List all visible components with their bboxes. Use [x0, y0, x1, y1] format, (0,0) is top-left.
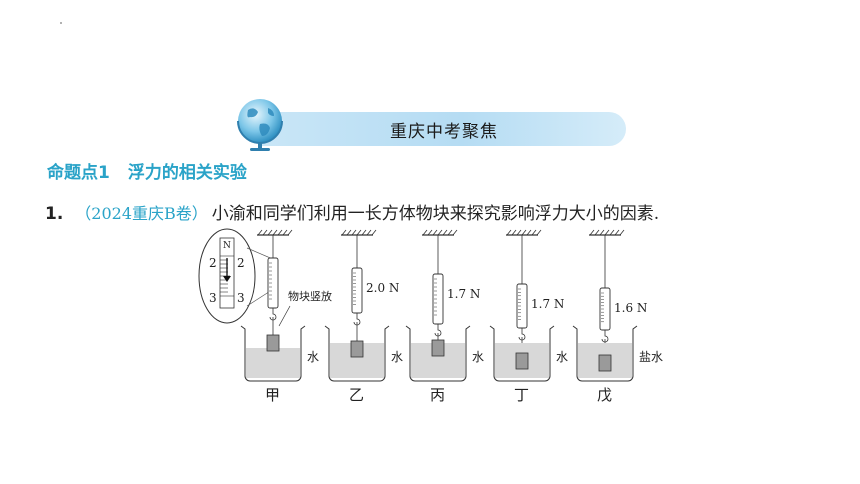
topic-heading: 命题点1 浮力的相关实验 [47, 158, 247, 183]
globe-icon [237, 99, 283, 151]
page-dot [60, 22, 62, 24]
question-source: （2024重庆B卷） [75, 204, 208, 223]
block [350, 340, 364, 358]
liquid-label: 水 [472, 350, 484, 364]
question-text: 小渝和同学们利用一长方体物块来探究影响浮力大小的因素. [211, 204, 660, 224]
setup-4: 1.7 N 水丁 [489, 229, 568, 404]
setup-name: 丙 [430, 386, 445, 404]
beaker [324, 325, 390, 382]
liquid [246, 348, 300, 378]
question-line: 1. （2024重庆B卷） 小渝和同学们利用一长方体物块来探究影响浮力大小的因素… [45, 199, 659, 224]
liquid-label: 水 [391, 350, 403, 364]
reading-label: 1.6 N [614, 301, 647, 315]
callout-label: 物块竖放 [288, 289, 332, 303]
setup-name: 丁 [514, 386, 529, 404]
setup-name: 甲 [265, 386, 280, 404]
beaker [240, 325, 306, 382]
beaker [572, 325, 638, 382]
beaker [489, 325, 555, 382]
topic-title: 浮力的相关实验 [127, 163, 247, 183]
block [598, 354, 612, 372]
zoom-mark-3-right: 3 [237, 291, 245, 305]
setup-5: 1.6 N 盐水戊 [572, 229, 663, 404]
setup-2: 2.0 N 水乙 [324, 229, 403, 404]
block [515, 352, 529, 370]
liquid-label: 盐水 [639, 350, 663, 364]
setup-1: 水甲 [240, 229, 319, 404]
reading-label: 2.0 N [366, 281, 399, 295]
section-banner: 重庆中考聚焦 [262, 112, 626, 146]
reading-label: 1.7 N [531, 297, 564, 311]
liquid-label: 水 [307, 350, 319, 364]
reading-label: 1.7 N [447, 287, 480, 301]
setup-3: 1.7 N 水丙 [405, 229, 484, 404]
zoom-scale-callout: N 2 2 3 3 [198, 228, 276, 324]
zoom-mark-2-left: 2 [209, 256, 217, 270]
beaker [405, 325, 471, 382]
setup-name: 乙 [349, 386, 364, 404]
question-number: 1. [45, 204, 64, 224]
block [266, 334, 280, 352]
block [431, 339, 445, 357]
zoom-mark-2-right: 2 [237, 256, 245, 270]
zoom-mark-3-left: 3 [209, 291, 217, 305]
setup-name: 戊 [597, 386, 612, 404]
banner-title: 重庆中考聚焦 [390, 121, 498, 142]
liquid-label: 水 [556, 350, 568, 364]
zoom-n-label: N [223, 241, 231, 251]
topic-label: 命题点1 [47, 163, 110, 183]
